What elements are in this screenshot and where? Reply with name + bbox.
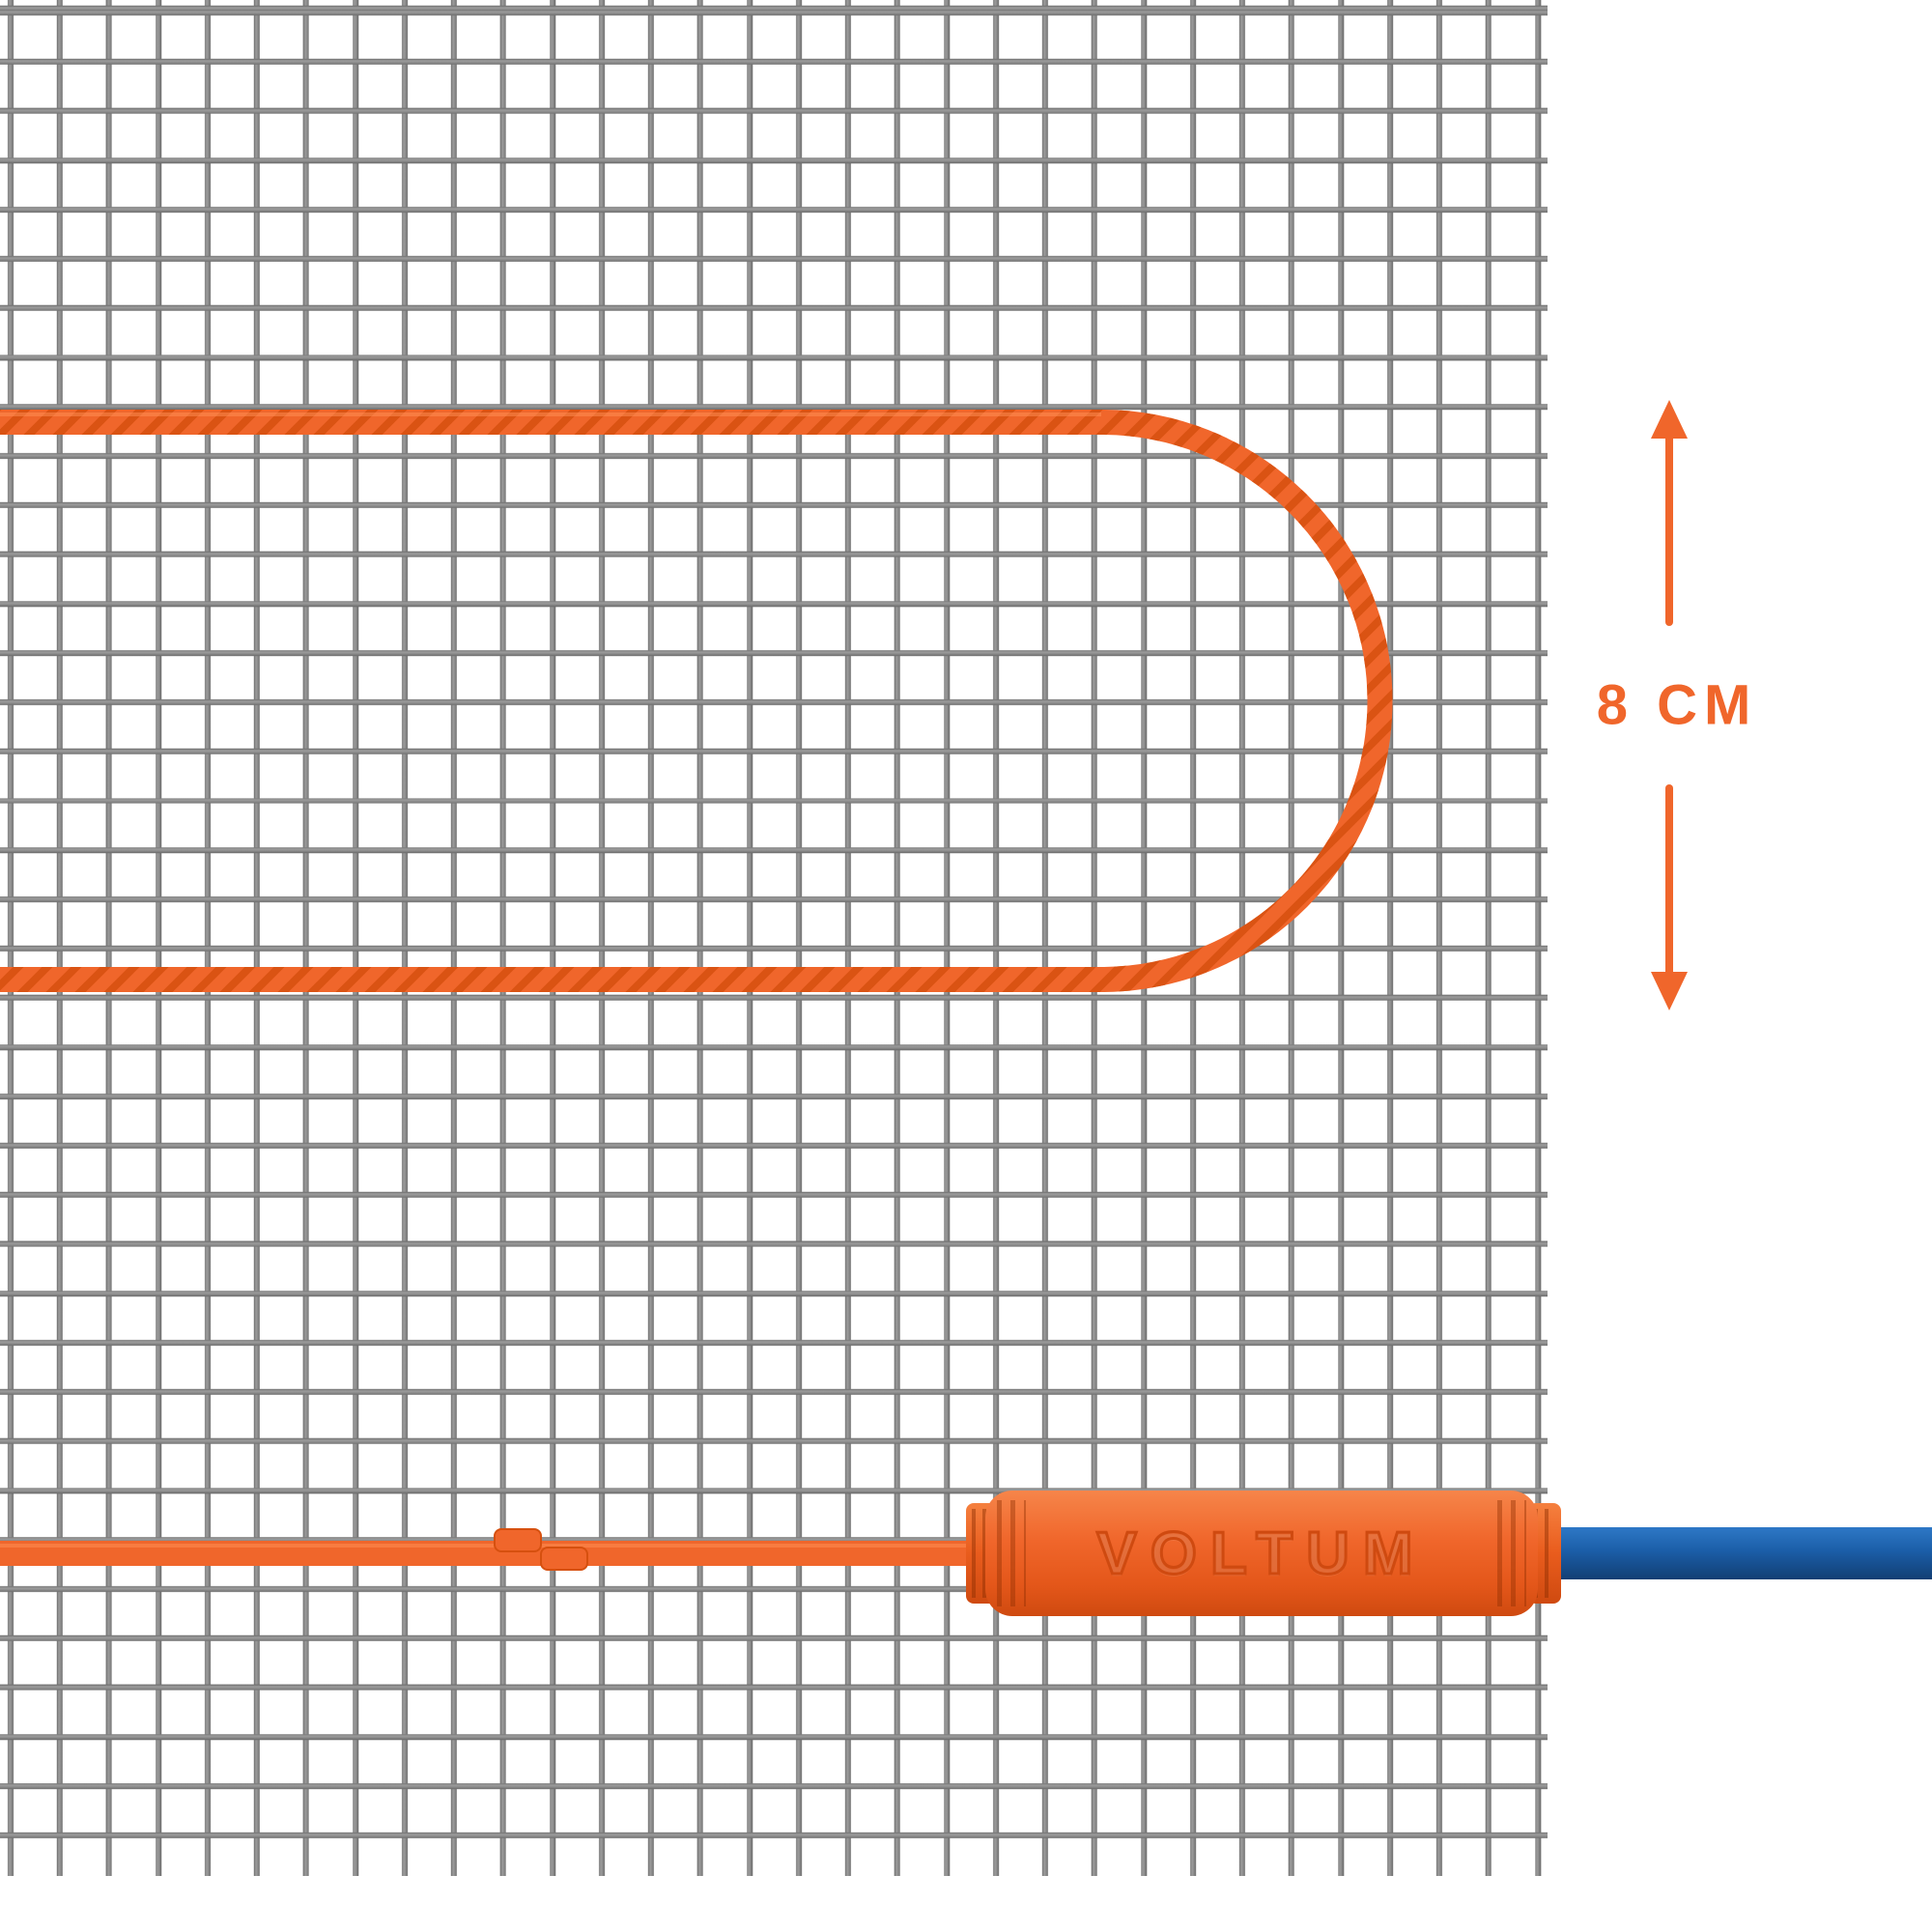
brand-label: VOLTUM [1095,1519,1427,1588]
cable-connector: VOLTUM [985,1491,1538,1616]
heating-cable-loop [0,410,1393,992]
dimension-line-upper [1665,435,1673,626]
dimension-label: 8 CM [1596,673,1758,737]
dimension-line-lower [1665,784,1673,976]
power-cord [1541,1527,1932,1579]
splice-clip [494,1528,588,1571]
arrow-down-icon [1651,972,1688,1010]
arrow-up-icon [1651,400,1688,439]
